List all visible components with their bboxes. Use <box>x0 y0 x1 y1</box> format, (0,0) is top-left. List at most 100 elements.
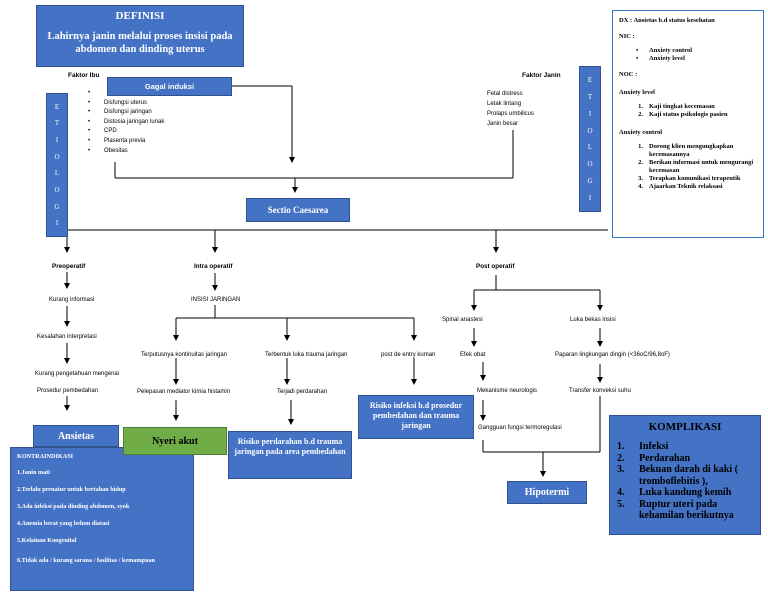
faktor-ibu-item-3: Distosia jaringan lunak <box>88 118 218 128</box>
definisi-title: DEFINISI <box>115 10 165 22</box>
anxiety-control-text: Ajaarkan Teknik relaksasi <box>649 183 723 190</box>
faktor-janin-item-0: Fetal distress <box>487 91 523 97</box>
spinal-step-2: Gangguan fungsi termoregulasi <box>478 425 562 431</box>
nic-item: •Anxiety level <box>636 55 685 62</box>
preoperatif-label: Preoperatif <box>52 263 86 270</box>
komplikasi-item: 2. Perdarahan <box>617 453 753 465</box>
etiologi-letter: I <box>588 109 592 118</box>
risiko-perdarahan-box: Risiko perdarahan b.d trauma jaringan pa… <box>228 431 352 479</box>
komplikasi-num: 5. <box>617 498 625 510</box>
etiologi-letter: L <box>54 169 60 178</box>
faktor-janin-item-2: Prolaps umbilicus <box>487 111 535 117</box>
komplikasi-num: 4. <box>617 487 625 498</box>
intra-c1: post de entry kuman <box>381 352 436 358</box>
kontraindikasi-item: 2.Terlalu prenatur untuk bertahan hidup <box>17 486 126 493</box>
komplikasi-item: 3.Bekuan darah di kaki ( tromboflebitis … <box>617 464 753 487</box>
insisi-jaringan-label: INSISI JARINGAN <box>191 297 241 303</box>
luka-step-0: Paparan lingkungan dingin (<36oC/96,8oF) <box>555 352 670 358</box>
anxiety-control-label: Anxiety control <box>619 129 663 136</box>
etiologi-letter: E <box>54 102 60 111</box>
luka-step-1: Transfer konveksi suhu <box>569 388 631 394</box>
etiologi-letter: T <box>587 92 593 101</box>
kontraindikasi-item: 5.Kelainan Kongenital <box>17 537 77 544</box>
anxiety-control-item: 4.Ajaarkan Teknik relaksasi <box>638 183 723 190</box>
etiologi-letter: O <box>587 126 593 135</box>
nic-item-text: Anxiety control <box>649 47 693 54</box>
etiologi-letter: E <box>587 75 593 84</box>
kontraindikasi-item: 6.Tidak ada / kurang sarana / fasilitas … <box>17 557 155 564</box>
pre-step-2: Kurang pengetahuan mengenai <box>35 371 120 377</box>
nyeri-akut-box: Nyeri akut <box>123 427 227 455</box>
luka-bekas-insisi-label: Luka bekas insisi <box>570 317 616 323</box>
sectio-caesarea-box: Sectio Caesarea <box>246 198 350 222</box>
faktor-ibu-item-5: Plasenta previa <box>88 137 218 147</box>
kontraindikasi-item: 1.Janin mati <box>17 469 51 476</box>
spinal-step-1: Mekanisme neurologis <box>477 388 538 394</box>
anxiety-level-label: Anxiety level <box>619 89 655 96</box>
etiologi-letter: O <box>587 160 593 169</box>
nic-item: •Anxiety control <box>636 47 693 54</box>
faktor-ibu-item-4: CPD <box>88 127 218 137</box>
intra-a1: Terputusnya kontinuitas jaringan <box>141 352 228 358</box>
komplikasi-text: Luka kandung kemih <box>639 487 732 498</box>
faktor-ibu-item-1: Disfungsi uterus <box>88 99 218 109</box>
komplikasi-text: Ruptur uteri pada kehamilan berikutnya <box>639 498 734 522</box>
anxiety-level-text: Kaji status psikologis pasien <box>649 111 728 118</box>
dx-box: DX : Ansietas b.d status kesehatan NIC :… <box>612 10 764 238</box>
risiko-infeksi-box: Risiko infeksi b.d prosedur pembedahan d… <box>358 395 474 439</box>
etiologi-left-bar: E T I O L O G I <box>46 93 68 237</box>
spinal-anastesi-label: Spinal anastesi <box>442 317 483 323</box>
faktor-ibu-item-0 <box>88 89 218 99</box>
post-operatif-label: Post operatif <box>476 263 515 270</box>
kontraindikasi-box: KONTRAINDIKASI 1.Janin mati 2.Terlalu pr… <box>10 447 194 591</box>
komplikasi-text: Bekuan darah di kaki ( tromboflebitis ), <box>639 464 738 487</box>
anxiety-level-item: 2.Kaji status psikologis pasien <box>638 111 728 118</box>
pre-step-3: Prosedur pembedahan <box>37 388 99 394</box>
komplikasi-text: Infeksi <box>639 441 669 452</box>
hipotermi-box: Hipotermi <box>507 481 587 504</box>
definisi-box: DEFINISI Lahirnya janin melalui proses i… <box>36 5 244 67</box>
kontraindikasi-title: KONTRAINDIKASI <box>17 453 74 460</box>
anxiety-level-text: Kaji tingkat kecemasan <box>649 103 715 110</box>
komplikasi-num: 2. <box>617 452 625 464</box>
anxiety-control-text: Dorong klien mengungkapkan kecemasannya <box>649 143 734 158</box>
definisi-body: Lahirnya janin melalui proses insisi pad… <box>47 31 233 55</box>
faktor-janin-item-3: Janin besar <box>487 121 519 127</box>
anxiety-control-item: 3.Terapkan komunikasi terapeutik <box>638 175 741 182</box>
kontraindikasi-item: 3.Ada infeksi pada dinding abdomen, syok <box>17 503 130 510</box>
etiologi-letter: I <box>588 194 592 202</box>
faktor-ibu-item-6: Obesitas <box>88 147 218 157</box>
anxiety-control-item: 1.Dorong klien mengungkapkan kecemasanny… <box>619 143 757 159</box>
komplikasi-box: KOMPLIKASI 1. Infeksi 2. Perdarahan 3.Beku… <box>609 415 761 535</box>
spinal-step-0: Efek obat <box>460 352 486 358</box>
faktor-janin-list: Fetal distress Letak lintang Prolaps umb… <box>487 89 534 129</box>
intra-operatif-label: Intra operatif <box>194 263 233 270</box>
pre-step-1: Kesalahan interpretasi <box>37 334 97 340</box>
etiologi-letter: G <box>54 202 60 211</box>
anxiety-control-text: Terapkan komunikasi terapeutik <box>649 175 741 182</box>
komplikasi-item: 1. Infeksi <box>617 441 753 453</box>
ansietas-box: Ansietas <box>33 425 119 447</box>
anxiety-control-item: 2.Berikan informasi untuk mengurangi kec… <box>619 159 757 175</box>
faktor-janin-item-1: Letak lintang <box>487 101 522 107</box>
etiologi-letter: O <box>54 152 60 161</box>
faktor-ibu-item-2: Disfungsi jaringan <box>88 108 218 118</box>
intra-b1: Terbentuk luka trauma jaringan <box>265 352 348 358</box>
komplikasi-num: 1. <box>617 441 625 452</box>
noc-label: NOC : <box>619 71 638 78</box>
komplikasi-item: 5. Ruptur uteri pada kehamilan berikutnya <box>617 499 753 522</box>
nic-label: NIC : <box>619 33 635 40</box>
anxiety-level-item: 1.Kaji tingkat kecemasan <box>638 103 715 110</box>
komplikasi-title: KOMPLIKASI <box>648 421 722 433</box>
pre-step-0: Kurang informasi <box>49 297 95 303</box>
faktor-janin-label: Faktor Janin <box>522 72 561 79</box>
faktor-ibu-label: Faktor Ibu <box>68 72 100 79</box>
kontraindikasi-item: 4.Anemia berat yang belum diatasi <box>17 520 110 527</box>
intra-b2: Terjadi perdarahan <box>277 389 328 395</box>
faktor-ibu-list: Disfungsi uterus Disfungsi jaringan Dist… <box>88 89 218 156</box>
intra-a2: Pelepasan mediator kimia histamin <box>137 389 231 395</box>
etiologi-letter: I <box>55 219 59 228</box>
etiologi-letter: O <box>54 185 60 194</box>
komplikasi-text: Perdarahan <box>639 452 691 464</box>
